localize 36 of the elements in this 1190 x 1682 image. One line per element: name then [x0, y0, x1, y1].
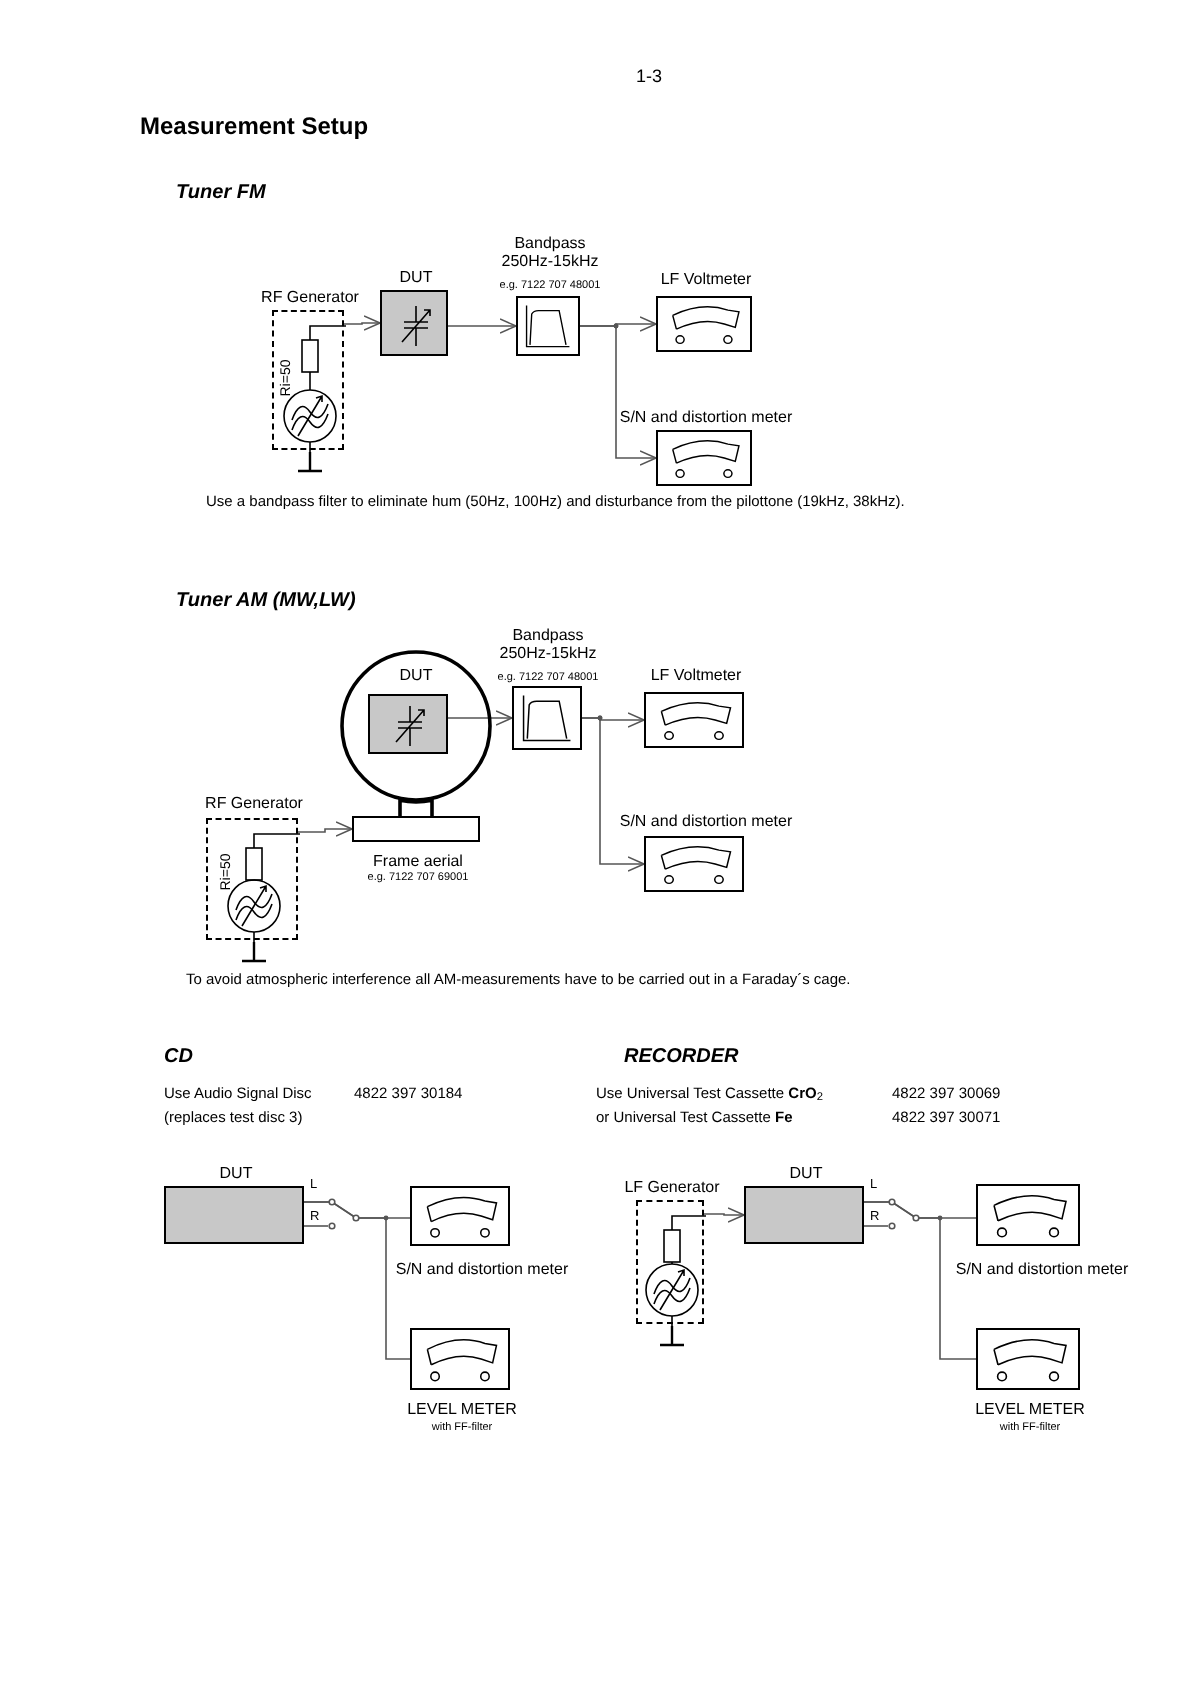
device-label: LF Generator	[622, 1178, 722, 1196]
device-label: Bandpass 250Hz-15kHz	[499, 234, 601, 270]
device-label: LF Voltmeter	[658, 270, 754, 288]
connecting-wire	[398, 798, 434, 816]
device-label: LEVEL METER	[405, 1400, 519, 1418]
section-heading: RECORDER	[624, 1048, 739, 1068]
device-label: LF Voltmeter	[648, 666, 744, 684]
signal-arrow	[579, 325, 657, 466]
device-label: S/N and distortion meter	[617, 812, 795, 830]
device-label: DUT	[397, 666, 435, 684]
device-under-test-box	[368, 694, 448, 754]
signal-arrow	[447, 318, 517, 334]
section-heading: CD	[164, 1048, 193, 1068]
page-title: Measurement Setup	[140, 110, 369, 144]
signal-arrow	[581, 717, 645, 872]
section-heading: Tuner AM (MW,LW)	[176, 592, 356, 612]
connecting-wire	[863, 1201, 977, 1360]
signal-arrow	[343, 315, 381, 331]
device-label: DUT	[397, 268, 435, 286]
device-label: RF Generator	[259, 288, 361, 306]
loop-antenna	[340, 650, 492, 802]
device-label: RF Generator	[203, 794, 305, 812]
device-label: S/N and distortion meter	[953, 1260, 1131, 1278]
device-label: LEVEL METER	[973, 1400, 1087, 1418]
connecting-wire	[303, 1201, 411, 1360]
device-label: S/N and distortion meter	[393, 1260, 571, 1278]
device-label: S/N and distortion meter	[617, 408, 795, 426]
device-label: DUT	[217, 1164, 255, 1182]
page-number: 1-3	[636, 68, 663, 86]
device-label: Frame aerial	[371, 852, 465, 870]
device-label: Bandpass 250Hz-15kHz	[497, 626, 599, 662]
signal-arrow	[297, 821, 353, 837]
device-label: DUT	[787, 1164, 825, 1182]
signal-arrow	[447, 710, 513, 726]
signal-arrow	[703, 1207, 745, 1223]
section-heading: Tuner FM	[176, 184, 266, 204]
